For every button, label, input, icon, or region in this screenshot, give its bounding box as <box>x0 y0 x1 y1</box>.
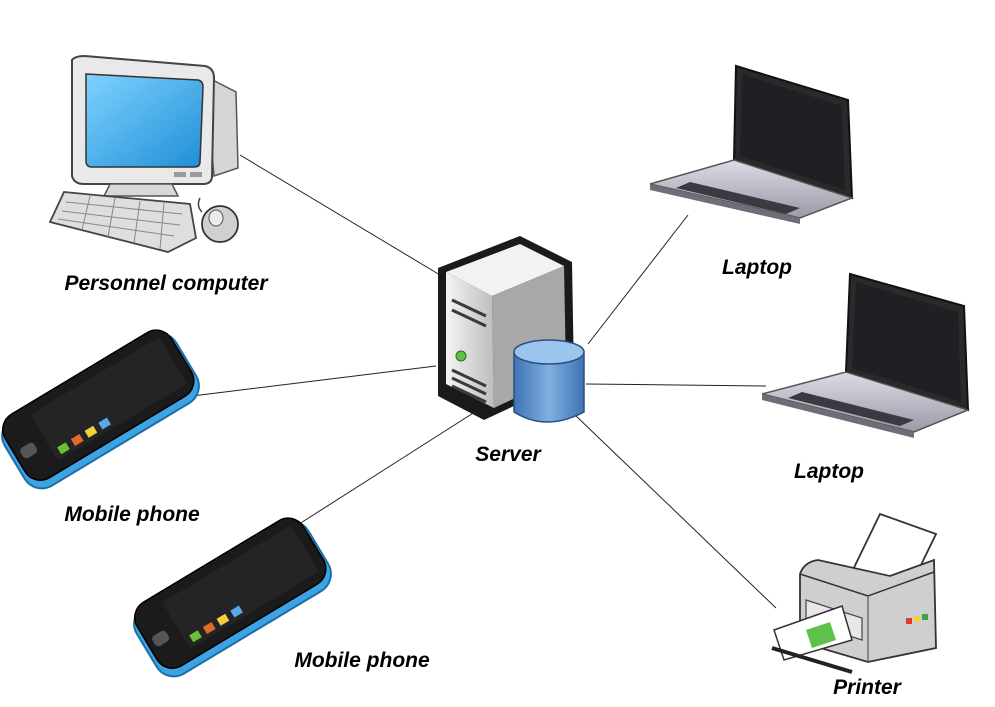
mobile-phone-icon <box>1 329 200 490</box>
laptop-icon <box>649 64 855 224</box>
mobile-phone-icon <box>133 517 332 678</box>
phone1-label: Mobile phone <box>64 503 200 526</box>
phone2-label: Mobile phone <box>294 649 430 672</box>
link-phone1 <box>175 365 437 399</box>
server-label: Server <box>475 443 542 466</box>
desktop-computer-icon <box>48 54 239 253</box>
link-laptop2 <box>585 383 767 387</box>
link-laptop1 <box>587 214 689 345</box>
link-pc <box>239 154 441 276</box>
pc-label: Personnel computer <box>64 272 269 295</box>
laptop-icon <box>761 272 971 438</box>
link-phone2 <box>295 409 479 527</box>
link-printer <box>573 413 777 609</box>
printer-label: Printer <box>833 676 903 699</box>
connections <box>175 154 777 609</box>
printer-icon <box>771 512 938 674</box>
laptop1-label: Laptop <box>722 256 792 279</box>
laptop2-label: Laptop <box>794 460 864 483</box>
database-icon <box>513 339 585 423</box>
